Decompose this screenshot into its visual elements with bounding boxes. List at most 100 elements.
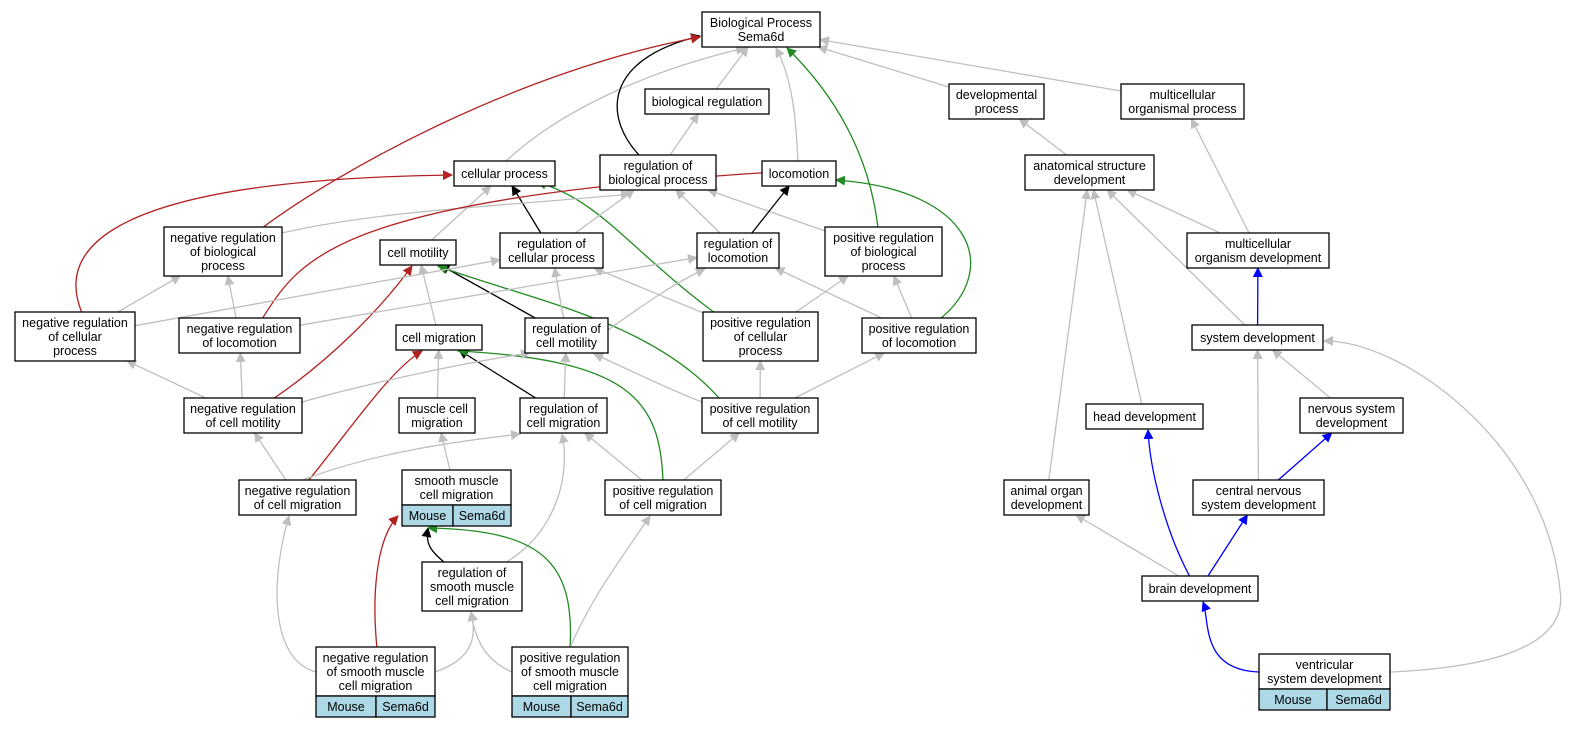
- node-label-line: negative regulation: [187, 322, 293, 336]
- node-label-line: biological regulation: [652, 95, 763, 109]
- annotation-species-label: Mouse: [1274, 693, 1312, 707]
- node-label-line: head development: [1093, 410, 1196, 424]
- node-label-line: positive regulation: [869, 322, 970, 336]
- node-box: [395, 324, 483, 351]
- edge-line: [276, 515, 317, 673]
- node-box: [1120, 83, 1245, 120]
- node-label-line: ventricular: [1296, 658, 1354, 672]
- node-label-line: regulation of: [532, 322, 601, 336]
- node-sysdev[interactable]: system development: [1191, 324, 1324, 351]
- edge-line: [819, 36, 1122, 92]
- node-box: [604, 479, 722, 516]
- edge-line: [1048, 189, 1091, 481]
- edge-line: [1252, 349, 1263, 481]
- edge-braindev-to-cnsdev: [1207, 514, 1248, 577]
- edge-regmig-to-regcellmot: [560, 352, 571, 399]
- edge-regcellmot-to-regcell: [551, 267, 565, 319]
- node-cellmig[interactable]: cell migration: [395, 324, 483, 351]
- node-label-line: locomotion: [769, 167, 829, 181]
- edge-regcell-to-cellproc: [511, 185, 542, 234]
- annotation-gene-label: Sema6d: [459, 509, 506, 523]
- edge-negregsmc-to-regsmc: [434, 611, 479, 673]
- node-braindev[interactable]: brain development: [1141, 575, 1259, 602]
- edge-line: [299, 254, 698, 326]
- node-box: [824, 226, 943, 277]
- edge-line: [1143, 429, 1191, 578]
- node-label-line: process: [739, 344, 783, 358]
- node-label-line: positive regulation: [833, 231, 934, 245]
- edge-line: [299, 430, 521, 482]
- edge-line: [1201, 601, 1260, 673]
- edge-line: [224, 275, 237, 319]
- node-locomotion[interactable]: locomotion: [761, 160, 837, 187]
- node-box: [1299, 397, 1404, 434]
- edge-regloc-to-locomotion: [751, 185, 790, 234]
- edge-musclemig-to-cellmig: [433, 349, 444, 399]
- edge-anatdev-to-devproc: [1018, 118, 1067, 156]
- node-box: [315, 646, 436, 697]
- node-label-line: cellular process: [508, 251, 595, 265]
- node-bioreg[interactable]: biological regulation: [644, 88, 770, 115]
- annotation-species-label: Mouse: [523, 700, 561, 714]
- edge-regsmc-to-smcmig: [421, 527, 446, 564]
- node-label-line: cell motility: [536, 336, 598, 350]
- edge-posregmot-to-posregloc: [794, 352, 886, 399]
- edge-negregmig-to-negregmot: [254, 432, 287, 481]
- node-box: [238, 479, 357, 516]
- node-label-line: negative regulation: [245, 484, 351, 498]
- annotation-gene-label: Sema6d: [1335, 693, 1382, 707]
- node-label-line: cell motility: [387, 246, 449, 260]
- node-box: [761, 160, 837, 187]
- edge-posregmot-to-cellmot: [437, 264, 721, 400]
- edge-line: [835, 175, 972, 320]
- edge-animaldev-to-anatdev: [1048, 189, 1091, 481]
- edge-sysdev-to-anatdev: [1106, 189, 1246, 326]
- edge-braindev-to-animaldev: [1075, 514, 1180, 577]
- node-label-line: Biological Process: [710, 16, 812, 30]
- node-headdev[interactable]: head development: [1085, 403, 1204, 430]
- edge-regsmc-to-regmig: [504, 433, 569, 564]
- edge-negregbio-to-regbio: [281, 189, 631, 234]
- node-label-line: process: [975, 102, 1019, 116]
- node-box: [1085, 403, 1204, 430]
- edge-line: [1106, 189, 1246, 326]
- node-cellmot[interactable]: cell motility: [379, 239, 457, 266]
- node-box: [861, 317, 977, 354]
- annotation-species-label: Mouse: [409, 509, 447, 523]
- node-box: [511, 646, 629, 697]
- node-label-line: organismal process: [1128, 102, 1236, 116]
- edge-line: [437, 264, 721, 400]
- node-cellproc[interactable]: cellular process: [453, 160, 556, 187]
- node-label-line: negative regulation: [22, 316, 128, 330]
